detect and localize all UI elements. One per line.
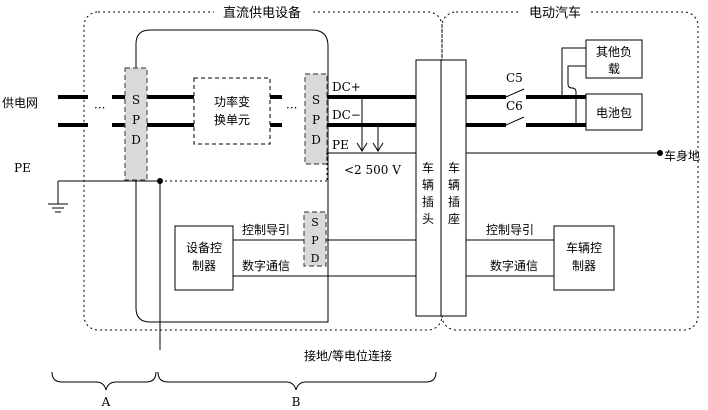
dc-plus-label: DC+ [332,80,361,94]
svg-text:电池包: 电池包 [596,106,632,120]
svg-text:载: 载 [608,62,620,76]
svg-text:车辆插头: 车辆插头 [422,160,434,226]
svg-text:P: P [312,113,320,127]
dc-supply-equipment-title: 直流供电设备 [223,5,301,21]
other-loads-box [585,39,643,79]
pe-label: PE [14,161,31,175]
vehicle-socket [440,59,467,317]
battery-pack-box [585,93,643,131]
electric-vehicle-title: 电动汽车 [529,5,581,21]
svg-text:车辆控: 车辆控 [566,240,602,255]
svg-text:P: P [311,234,319,247]
svg-text:车辆插座: 车辆插座 [448,160,460,226]
svg-text:D: D [131,133,141,147]
power-conversion-unit [193,77,271,145]
control-pilot-left-label: 控制导引 [242,223,290,237]
brace-b [157,371,437,391]
vehicle-controller-box [553,225,615,291]
contactor-c6-label: C6 [506,99,523,113]
control-pilot-right-label: 控制导引 [486,223,534,237]
spd-grid-side [124,67,148,181]
svg-text:S: S [312,93,320,107]
svg-text:S: S [311,216,319,229]
region-a-label: A [101,395,111,409]
dc-minus-label: DC− [332,108,361,122]
grid-label: 供电网 [2,96,38,110]
svg-text:S: S [132,93,140,107]
digital-comm-right-label: 数字通信 [490,258,538,273]
svg-text:设备控: 设备控 [186,241,222,255]
grounding-label: 接地/等电位连接 [304,348,392,363]
pe-line-label: PE [332,138,349,152]
svg-text:D: D [311,252,320,265]
contactor-c5-label: C5 [506,71,523,85]
svg-text:制器: 制器 [572,259,596,273]
spd-signal [303,211,327,267]
vehicle-plug [415,59,442,317]
svg-text:P: P [132,113,140,127]
equipment-enclosure [135,29,329,323]
voltage-limit-label: <2 500 V [344,163,401,177]
grid-dots: ··· [94,101,105,115]
svg-text:其他负: 其他负 [596,45,632,59]
spd-dc-side [304,73,328,165]
vehicle-chassis-label: 车身地 [664,148,700,163]
output-dots: ··· [286,101,297,115]
power-conversion-label-1: 功率变 [214,94,250,109]
svg-text:D: D [311,133,321,147]
brace-a [51,371,157,391]
power-conversion-label-2: 换单元 [214,113,250,127]
region-b-label: B [292,395,301,409]
svg-text:制器: 制器 [192,259,216,273]
equipment-controller-box [174,225,234,291]
digital-comm-left-label: 数字通信 [242,258,290,273]
